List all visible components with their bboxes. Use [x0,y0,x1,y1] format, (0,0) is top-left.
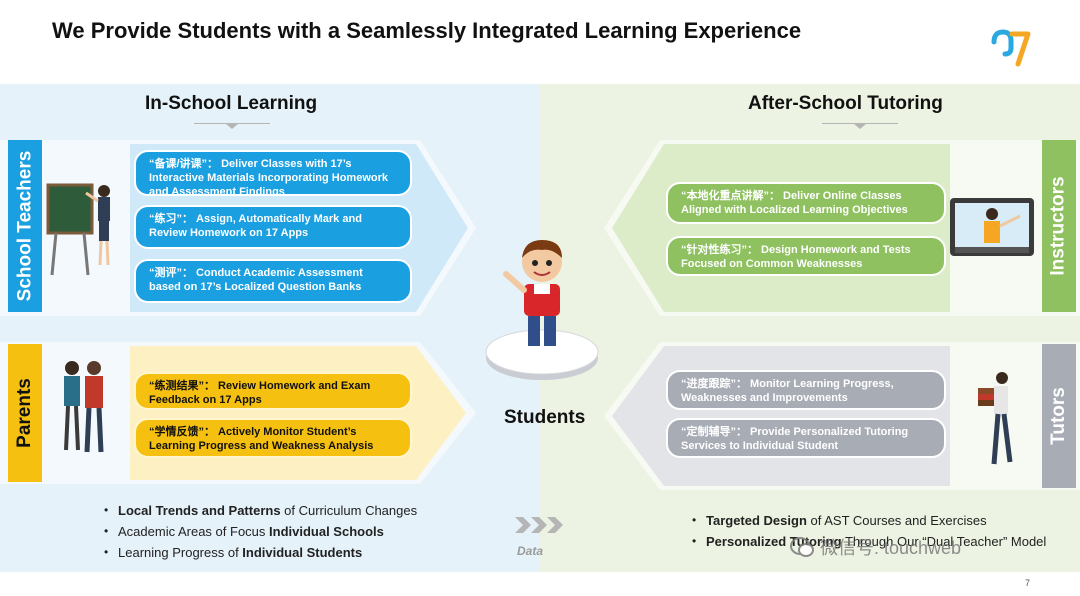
wechat-icon [790,537,814,557]
student-illustration-icon [485,240,599,380]
school-teachers-label: School Teachers [8,140,42,312]
bullet-item: Learning Progress of Individual Students [102,542,417,563]
bullet-text: of AST Courses and Exercises [806,513,987,528]
parents-text: Parents [14,378,36,448]
heading-divider [822,123,898,129]
watermark-text: 微信号: touchweb [820,538,962,558]
parents-illustration-icon [64,361,104,453]
bullet-bold: Individual Students [242,545,363,560]
bullet-bold: Local Trends and Patterns [118,503,281,518]
tutor-activity-item: “定制辅导”： Provide Personalized Tutoring Se… [666,418,946,458]
instructors-text: Instructors [1048,176,1069,276]
students-label: Students [504,407,586,428]
data-flow-arrows-icon [515,517,563,533]
tutor-activity-item: “进度跟踪”： Monitor Learning Progress, Weakn… [666,370,946,410]
page-number: 7 [1025,578,1031,588]
bullet-item: Local Trends and Patterns of Curriculum … [102,500,417,521]
after-school-data-bullets: Targeted Design of AST Courses and Exerc… [690,510,1046,552]
tutors-label: Tutors [1042,344,1076,488]
data-label: Data [517,544,544,558]
tutor-illustration-icon [978,372,1013,465]
teacher-activity-item: “备课/讲课”： Deliver Classes with 17’s Inter… [134,150,412,196]
bullet-item: Targeted Design of AST Courses and Exerc… [690,510,1046,531]
online-class-illustration-icon [950,198,1034,256]
parent-activity-item: “练测结果”： Review Homework and Exam Feedbac… [134,372,412,410]
company-logo [991,29,1031,67]
heading-divider [194,123,270,129]
teacher-activity-item: “练习”： Assign, Automatically Mark and Rev… [134,205,412,249]
bullet-text: of Curriculum Changes [280,503,418,518]
instructor-activity-item: “针对性练习”： Design Homework and Tests Focus… [666,236,946,276]
watermark: 微信号: touchweb [790,534,961,560]
parents-label: Parents [8,344,42,482]
parent-activity-item: “学情反馈”： Actively Monitor Student’s Learn… [134,418,412,458]
bullet-bold: Individual Schools [269,524,384,539]
teacher-illustration-icon [46,183,110,276]
instructors-label: Instructors [1042,140,1076,312]
instructor-activity-item: “本地化重点讲解”： Deliver Online Classes Aligne… [666,182,946,224]
bullet-text: Through Our “Dual Teacher” Model [841,534,1047,549]
teacher-activity-item: “测评”： Conduct Academic Assessment based … [134,259,412,303]
bullet-text: Academic Areas of Focus [118,524,270,539]
bullet-bold: Targeted Design [706,513,807,528]
bullet-text: Learning Progress of [118,545,243,560]
slide-title: We Provide Students with a Seamlessly In… [52,18,802,43]
in-school-heading: In-School Learning [145,93,318,114]
after-school-heading: After-School Tutoring [748,93,943,114]
school-teachers-text: School Teachers [14,150,35,302]
tutors-text: Tutors [1048,387,1070,445]
bullet-item: Academic Areas of Focus Individual Schoo… [102,521,417,542]
in-school-data-bullets: Local Trends and Patterns of Curriculum … [102,500,417,563]
